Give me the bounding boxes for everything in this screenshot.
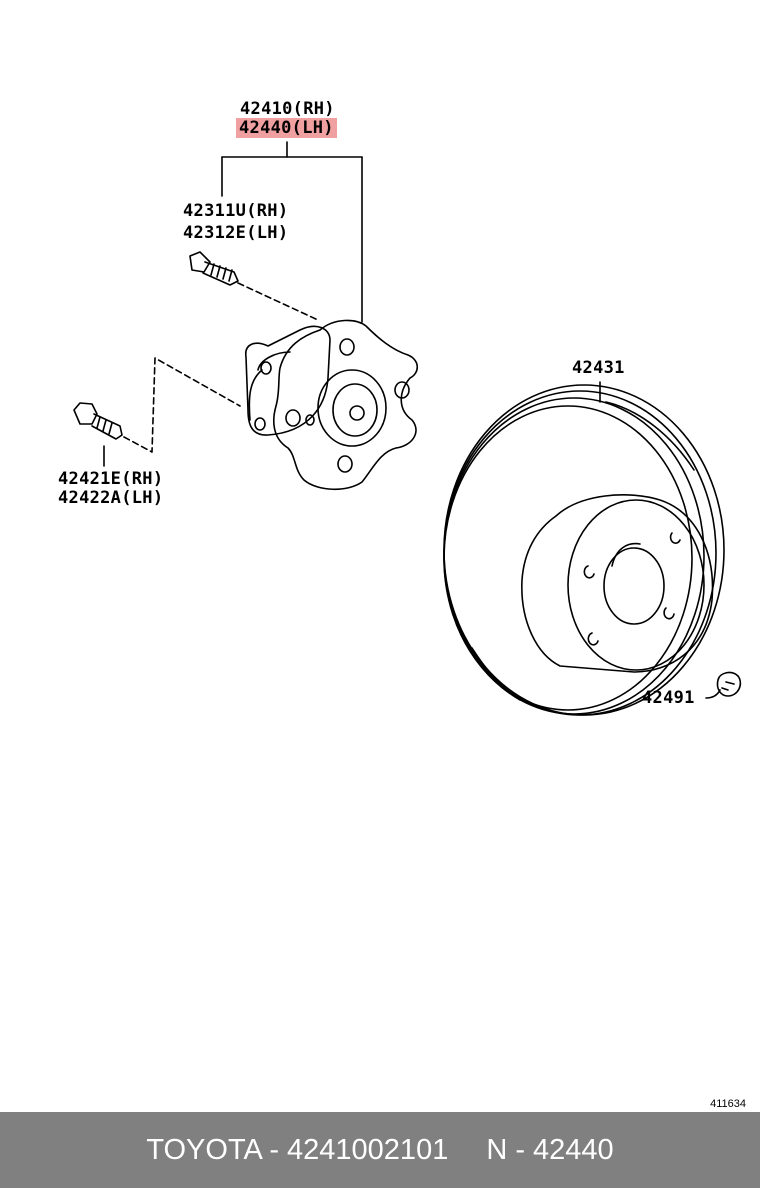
footer-brand-part: TOYOTA - 4241002101: [146, 1133, 449, 1166]
plug-label: 42491: [642, 688, 695, 708]
diagram-id: 411634: [710, 1098, 746, 1110]
hole-plug-icon: [716, 671, 742, 697]
hub-bolt-lh-label: 42312E(LH): [183, 223, 289, 243]
mount-bolt-lh-label: 42422A(LH): [58, 488, 164, 508]
hub-bolt-rh-label: 42311U(RH): [183, 201, 289, 221]
hub-bearing-assembly-icon: [245, 319, 419, 491]
hub-bolt-leader: [237, 282, 319, 321]
mount-bolt-leader: [123, 357, 241, 453]
disc-label: 42431: [572, 358, 625, 378]
hub-bolt-icon: [189, 251, 239, 286]
mount-bolt-rh-label: 42421E(RH): [58, 469, 164, 489]
exploded-parts-diagram: [73, 141, 742, 716]
brake-disc-icon: [443, 384, 725, 716]
mount-bolt-icon: [73, 402, 123, 440]
highlighted-part-number: 42440(LH): [236, 118, 337, 138]
hub-callout-leader: [221, 141, 363, 323]
footer-ref: N - 42440: [486, 1133, 614, 1166]
footer-bar: TOYOTA - 4241002101 N - 42440: [0, 1112, 760, 1188]
plug-callout-leader: [705, 689, 721, 699]
hub-assembly-rh-label: 42410(RH): [240, 99, 335, 119]
hub-assembly-lh-label: 42440(LH): [236, 118, 337, 139]
